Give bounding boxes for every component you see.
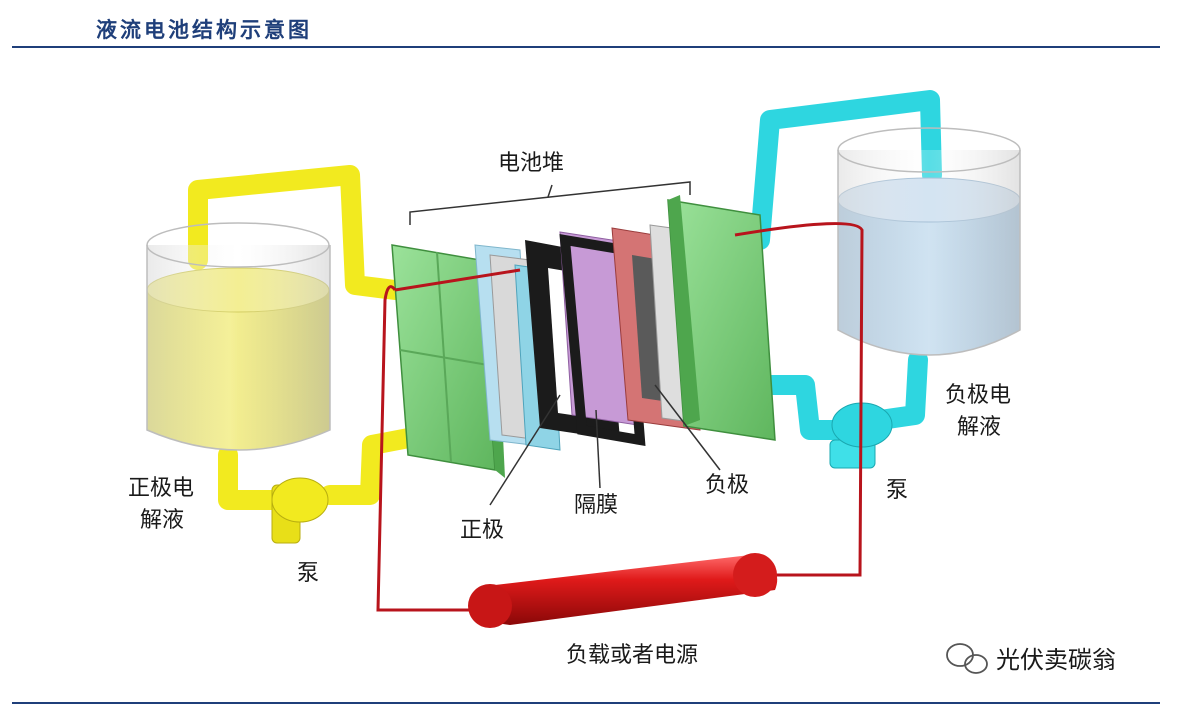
load-label: 负载或者电源 (566, 643, 698, 668)
stack-label: 电池堆 (498, 151, 564, 176)
header-rule (12, 46, 1160, 48)
negative-electrolyte-tank (837, 127, 1021, 356)
positive-electrode-label: 正极 (460, 518, 504, 543)
stack-bracket (409, 181, 691, 225)
positive-electrolyte-tank (146, 222, 331, 451)
battery-stack (391, 195, 776, 478)
external-circuit (376, 222, 864, 612)
membrane-label: 隔膜 (574, 493, 618, 518)
negative-electrode-label: 负极 (705, 473, 749, 498)
left-pump (271, 477, 329, 544)
load-or-power-source (468, 553, 778, 628)
wechat-icon (946, 643, 988, 674)
positive-electrolyte-label-2: 解液 (140, 508, 184, 533)
right-pump-label: 泵 (886, 478, 908, 503)
page-title: 液流电池结构示意图 (96, 17, 312, 42)
negative-electrolyte-label-1: 负极电 (945, 383, 1011, 408)
negative-electrolyte-label-2: 解液 (957, 415, 1001, 440)
footer-rule (12, 702, 1160, 704)
leader-lines (489, 384, 721, 506)
cyan-pipe (750, 90, 942, 440)
left-pump-label: 泵 (297, 561, 319, 586)
watermark: 光伏卖碳翁 (946, 643, 1116, 674)
watermark-text: 光伏卖碳翁 (996, 646, 1116, 674)
positive-electrolyte-label-1: 正极电 (128, 476, 194, 501)
